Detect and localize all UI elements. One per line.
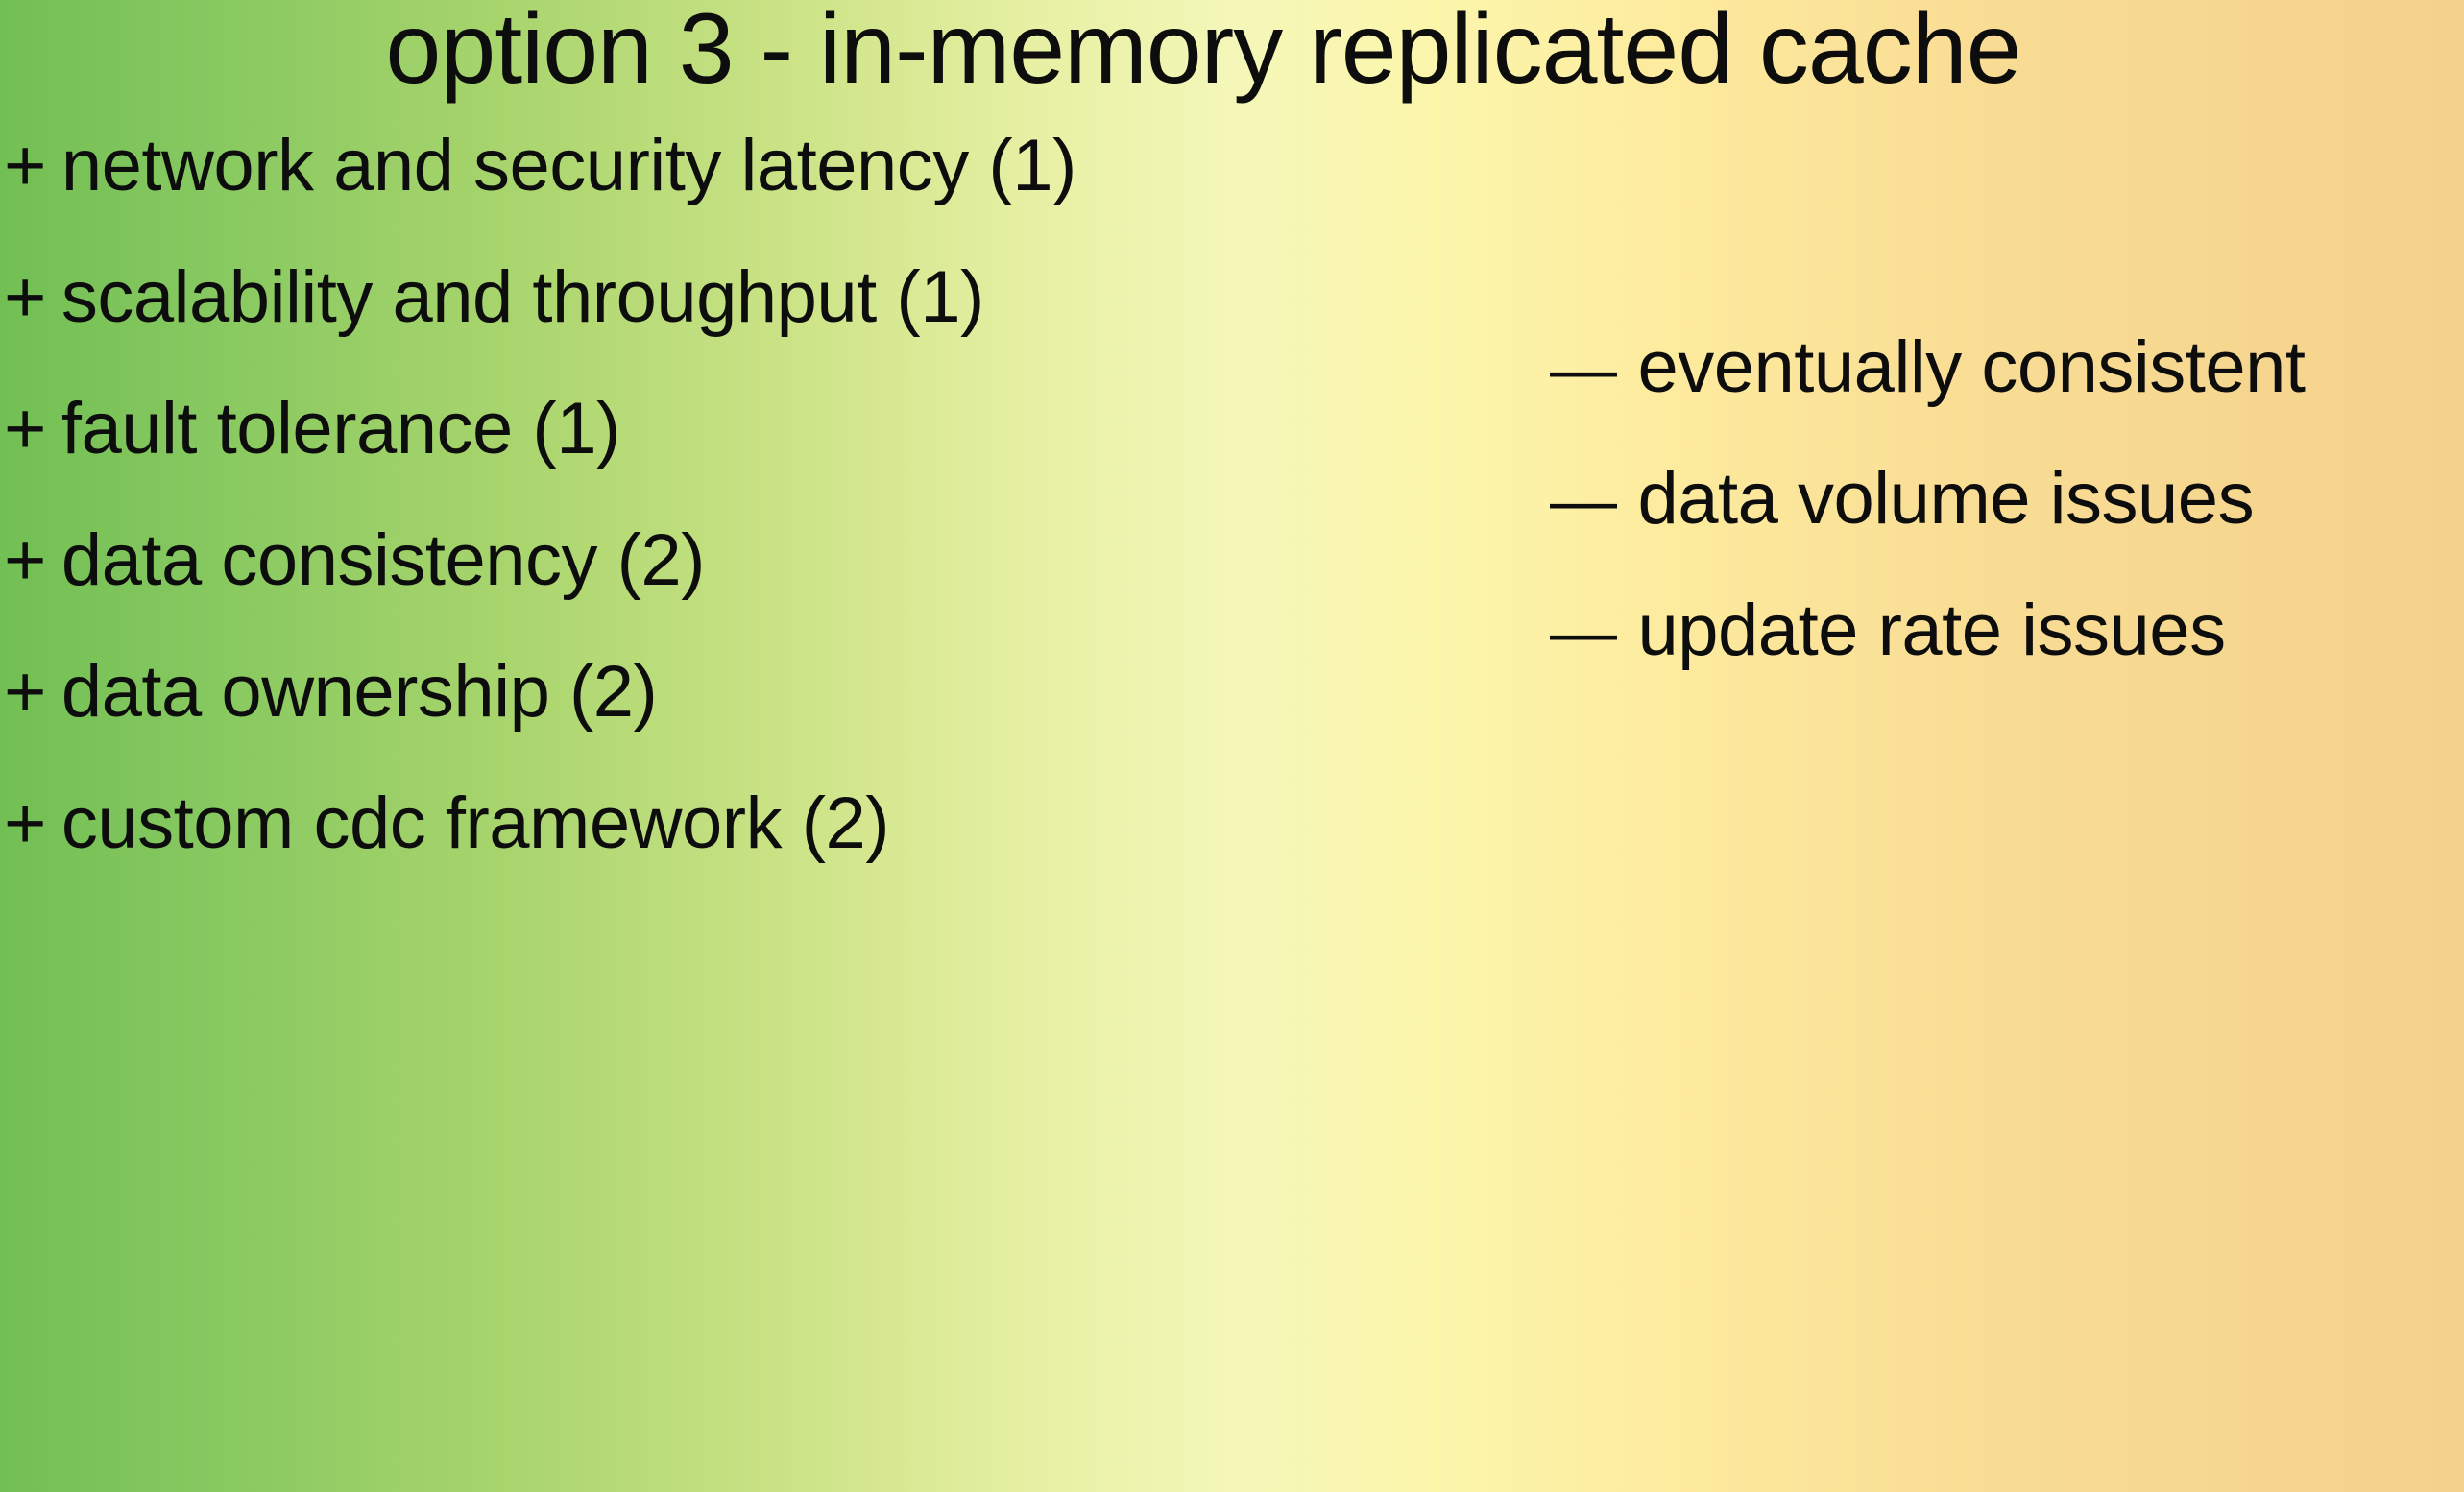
list-item: + network and security latency (1) (4, 130, 1425, 261)
list-item: — data volume issues (1550, 463, 2452, 594)
cons-column: — eventually consistent — data volume is… (1550, 331, 2452, 726)
plus-icon: + (4, 651, 46, 733)
list-item-label: scalability and throughput (1) (60, 256, 984, 338)
list-item: + fault tolerance (1) (4, 393, 1425, 524)
list-item: + scalability and throughput (1) (4, 261, 1425, 393)
list-item: — eventually consistent (1550, 331, 2452, 463)
list-item-label: fault tolerance (1) (60, 388, 620, 469)
plus-icon: + (4, 125, 46, 206)
list-item: + data consistency (2) (4, 524, 1425, 656)
list-item-label: network and security latency (1) (60, 125, 1076, 206)
list-item-label: eventually consistent (1637, 326, 2307, 408)
list-item: + custom cdc framework (2) (4, 787, 1425, 919)
list-item-label: data ownership (2) (60, 651, 658, 733)
list-item-label: data consistency (2) (60, 519, 706, 601)
minus-icon: — (1550, 331, 1617, 406)
page-title: option 3 - in-memory replicated cache (385, 0, 2022, 105)
minus-icon: — (1550, 463, 1617, 538)
minus-icon: — (1550, 594, 1617, 669)
list-item-label: custom cdc framework (2) (60, 782, 890, 864)
column-divider-line (1438, 0, 1440, 1492)
list-item: — update rate issues (1550, 594, 2452, 726)
list-item: + data ownership (2) (4, 656, 1425, 787)
pros-column: + network and security latency (1) + sca… (4, 130, 1425, 919)
plus-icon: + (4, 256, 46, 338)
list-item-label: update rate issues (1637, 590, 2227, 671)
list-item-label: data volume issues (1637, 458, 2255, 540)
plus-icon: + (4, 782, 46, 864)
plus-icon: + (4, 519, 46, 601)
plus-icon: + (4, 388, 46, 469)
